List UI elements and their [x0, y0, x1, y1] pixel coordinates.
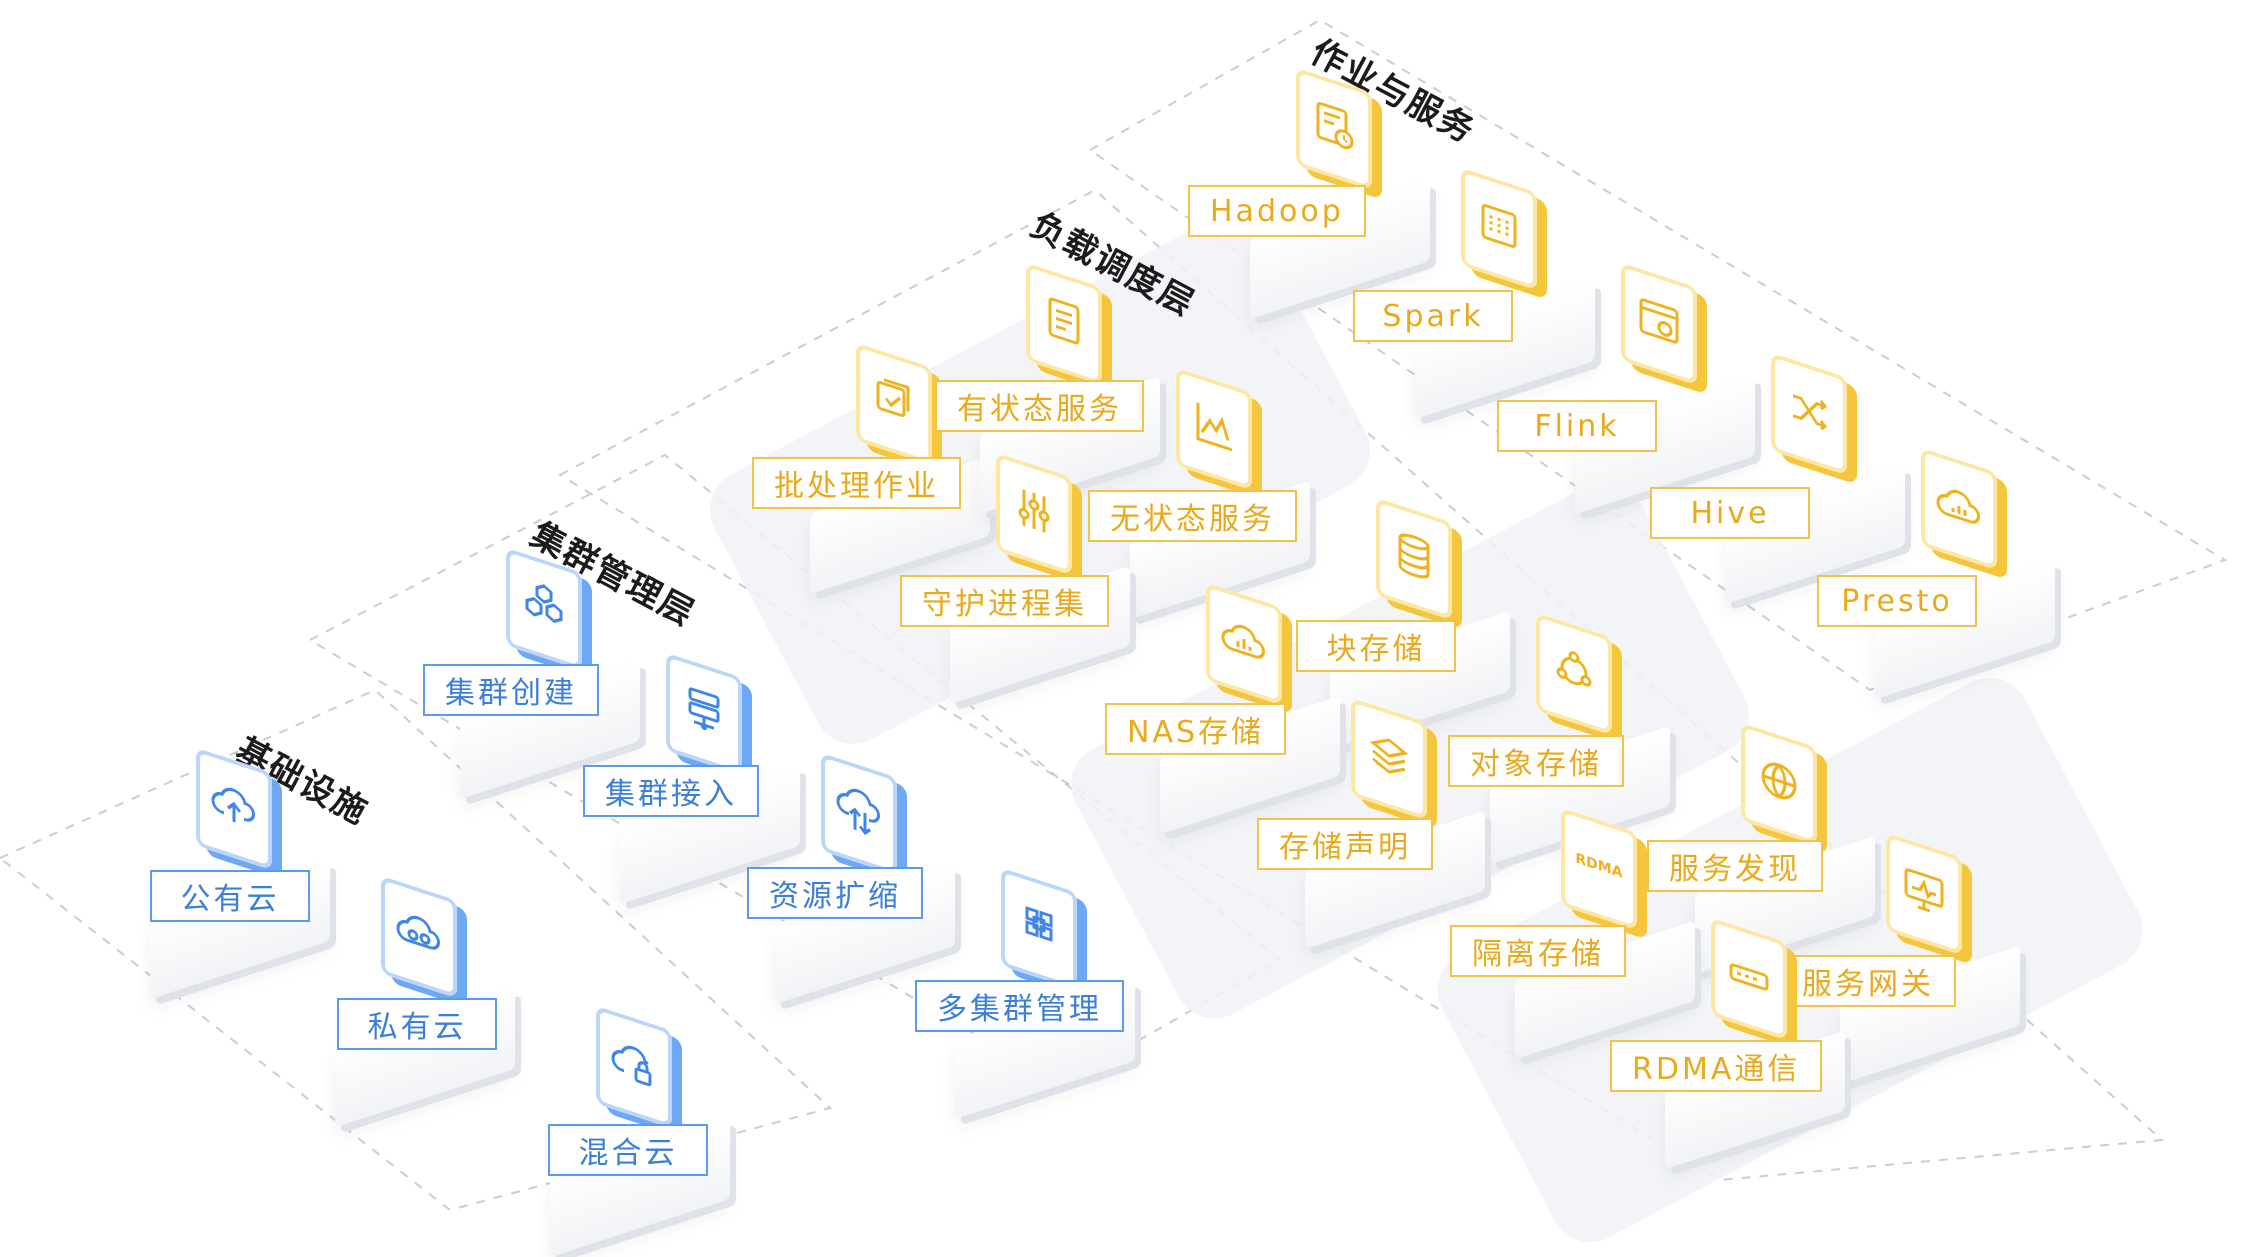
icon-cube	[1536, 612, 1612, 736]
icon-cube	[1351, 697, 1427, 821]
icon-cube	[596, 1005, 672, 1129]
layers-icon	[1369, 738, 1409, 774]
sliders-icon	[1018, 489, 1050, 533]
node-label: 服务发现	[1647, 840, 1823, 892]
node-storage-claim[interactable]: 存储声明	[1257, 690, 1525, 950]
node-multi-cluster[interactable]: 多集群管理	[915, 860, 1175, 1120]
icon-cube	[506, 547, 582, 671]
icon-cube	[1176, 367, 1252, 491]
node-label: RDMA通信	[1610, 1040, 1823, 1092]
icon-cube	[1206, 582, 1282, 706]
node-hybrid-cloud[interactable]: 混合云	[510, 998, 770, 1257]
icon-cube	[1621, 262, 1697, 386]
node-label: 存储声明	[1257, 818, 1433, 870]
line-chart-icon	[1196, 402, 1232, 452]
node-service-gateway[interactable]: 服务网关	[1780, 825, 2060, 1085]
node-rdma-communication[interactable]: RDMA通信	[1610, 910, 1885, 1170]
node-hive[interactable]: Hive	[1650, 345, 1945, 605]
node-label: 私有云	[337, 998, 497, 1050]
icon-cube	[1921, 447, 1997, 571]
doc-clock-icon	[1316, 102, 1354, 150]
node-label: 隔离存储	[1450, 925, 1626, 977]
node-block-storage[interactable]: 块存储	[1290, 490, 1550, 750]
node-batch-job[interactable]: 批处理作业	[752, 335, 1030, 595]
cloud-bars-icon	[1936, 489, 1980, 524]
icon-cube	[1711, 917, 1787, 1041]
hexagons-icon	[525, 584, 563, 623]
node-stateful-service[interactable]: 有状态服务	[935, 255, 1200, 515]
cubes-icon	[1025, 906, 1053, 942]
node-label: 服务网关	[1780, 955, 1956, 1007]
node-public-cloud[interactable]: 公有云	[110, 740, 370, 1000]
node-label: Spark	[1353, 290, 1513, 342]
zone-outline-infra	[0, 688, 833, 1210]
zone-outline-schedule	[557, 188, 2165, 1182]
icon-cube	[1461, 167, 1537, 291]
node-spark[interactable]: Spark	[1353, 160, 1635, 420]
cloud-upload-icon	[211, 787, 255, 823]
node-cluster-create[interactable]: 集群创建	[420, 540, 680, 800]
node-private-cloud[interactable]: 私有云	[295, 868, 555, 1128]
icon-cube	[381, 875, 457, 999]
node-flink[interactable]: Flink	[1497, 255, 1795, 515]
cloud-chart-icon	[1221, 624, 1265, 659]
node-object-storage[interactable]: 对象存储	[1448, 605, 1710, 865]
icon-cube	[1026, 262, 1102, 386]
node-stateless-service[interactable]: 无状态服务	[1088, 360, 1350, 620]
icon-cube	[1376, 497, 1452, 621]
nodes-icon	[1556, 651, 1592, 687]
node-label: Hive	[1650, 487, 1810, 539]
node-label: Flink	[1497, 400, 1657, 452]
node-resource-scaling[interactable]: 资源扩缩	[735, 745, 995, 1005]
icon-cube	[1296, 67, 1372, 191]
node-nas-storage[interactable]: NAS存储	[1105, 575, 1380, 835]
router-icon	[1729, 963, 1769, 991]
zone-outline-jobs	[1088, 18, 2228, 692]
stack-check-icon	[876, 378, 910, 418]
icon-cube	[856, 342, 932, 466]
node-label: 集群创建	[423, 664, 599, 716]
cloud-arrows-icon	[836, 788, 880, 836]
node-presto[interactable]: Presto	[1817, 440, 2095, 700]
node-label: 对象存储	[1448, 735, 1624, 787]
icon-cube	[1771, 352, 1847, 476]
server-icon	[688, 687, 720, 731]
icon-cube	[1886, 832, 1962, 956]
node-label: Hadoop	[1188, 185, 1366, 237]
database-icon	[1398, 533, 1430, 579]
node-label: 块存储	[1296, 620, 1456, 672]
node-label: 多集群管理	[915, 980, 1124, 1032]
node-label: 有状态服务	[935, 380, 1144, 432]
node-daemonset[interactable]: 守护进程集	[900, 445, 1170, 705]
panel-icon	[1481, 204, 1517, 248]
node-label: 集群接入	[583, 765, 759, 817]
node-cluster-access[interactable]: 集群接入	[580, 645, 840, 905]
cloud-link-icon	[396, 915, 440, 950]
rdma-icon: RDMA	[1575, 850, 1623, 882]
icon-cube	[1001, 867, 1077, 991]
notebook-icon	[1048, 297, 1080, 345]
node-label: 混合云	[548, 1124, 708, 1176]
globe-icon	[1761, 762, 1797, 800]
architecture-diagram: 基础设施 集群管理层 负载调度层 作业与服务 公有云 私有云 混合云 集群创建	[0, 18, 2228, 1257]
monitor-icon	[1904, 868, 1944, 913]
shuffle-icon	[1793, 394, 1828, 431]
node-isolated-storage[interactable]: RDMA 隔离存储	[1450, 800, 1735, 1060]
window-icon	[1639, 298, 1679, 344]
node-label: 守护进程集	[900, 575, 1109, 627]
node-label: 批处理作业	[752, 457, 961, 509]
icon-cube	[821, 752, 897, 876]
node-label: NAS存储	[1105, 703, 1287, 755]
icon-cube	[666, 652, 742, 776]
node-label: 公有云	[150, 870, 310, 922]
icon-cube	[196, 747, 272, 871]
icon-cube	[1741, 722, 1817, 846]
node-service-discovery[interactable]: 服务发现	[1647, 715, 1915, 975]
node-label: Presto	[1817, 575, 1977, 627]
node-label: 资源扩缩	[747, 867, 923, 919]
node-label: 无状态服务	[1088, 490, 1297, 542]
node-hadoop[interactable]: Hadoop	[1188, 60, 1470, 320]
icon-cube	[996, 452, 1072, 576]
cloud-lock-icon	[611, 1045, 652, 1087]
